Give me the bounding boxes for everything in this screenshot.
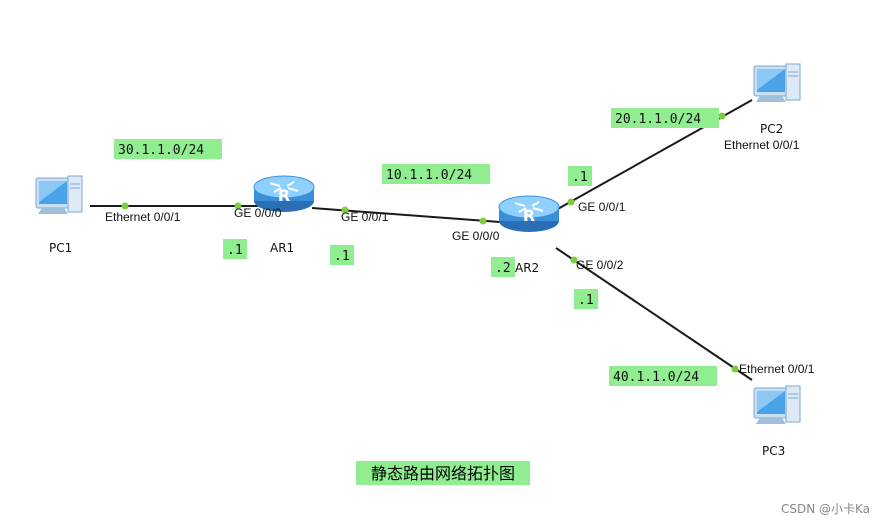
interface-label-pc2: Ethernet 0/0/1 bbox=[724, 138, 800, 152]
interface-label-ar1-ge000: GE 0/0/0 bbox=[234, 206, 282, 220]
port-dot bbox=[567, 198, 575, 206]
host-id-ar1-ge000: .1 bbox=[227, 243, 243, 258]
port-dot bbox=[731, 365, 739, 373]
port-dot bbox=[341, 206, 349, 214]
router-icon[interactable] bbox=[498, 195, 560, 233]
network-label-20: 20.1.1.0/24 bbox=[615, 112, 701, 127]
port-dot bbox=[234, 202, 242, 210]
device-label-pc2: PC2 bbox=[760, 122, 783, 136]
device-label-pc1: PC1 bbox=[49, 241, 72, 255]
interface-label-ar2-ge001: GE 0/0/1 bbox=[578, 200, 626, 214]
host-id-ar2-ge001: .1 bbox=[572, 170, 588, 185]
host-id-ar2-ge000: .2 bbox=[495, 261, 511, 276]
host-id-ar1-ge001: .1 bbox=[334, 249, 350, 264]
diagram-title: 静态路由网络拓扑图 bbox=[371, 464, 515, 483]
port-dot bbox=[718, 112, 726, 120]
network-label-30: 30.1.1.0/24 bbox=[118, 143, 204, 158]
interface-label-pc3: Ethernet 0/0/1 bbox=[739, 362, 815, 376]
device-label-pc3: PC3 bbox=[762, 444, 785, 458]
network-label-40: 40.1.1.0/24 bbox=[613, 370, 699, 385]
interface-label-pc1: Ethernet 0/0/1 bbox=[105, 210, 181, 224]
device-label-ar2: AR2 bbox=[515, 261, 539, 275]
port-dot bbox=[570, 256, 578, 264]
host-id-ar2-ge002: .1 bbox=[578, 293, 594, 308]
interface-label-ar2-ge000: GE 0/0/0 bbox=[452, 229, 500, 243]
pc-icon[interactable] bbox=[753, 63, 801, 103]
interface-label-ar1-ge001: GE 0/0/1 bbox=[341, 210, 389, 224]
port-dot bbox=[121, 202, 129, 210]
interface-label-ar2-ge002: GE 0/0/2 bbox=[576, 258, 624, 272]
network-label-10: 10.1.1.0/24 bbox=[386, 168, 472, 183]
link-ar2-pc2 bbox=[555, 99, 753, 211]
pc-icon[interactable] bbox=[35, 175, 83, 215]
port-dot bbox=[479, 217, 487, 225]
pc-icon[interactable] bbox=[753, 385, 801, 425]
watermark: CSDN @小卡Ka bbox=[781, 502, 870, 516]
device-label-ar1: AR1 bbox=[270, 241, 294, 255]
link-ar2-pc3 bbox=[555, 247, 753, 381]
